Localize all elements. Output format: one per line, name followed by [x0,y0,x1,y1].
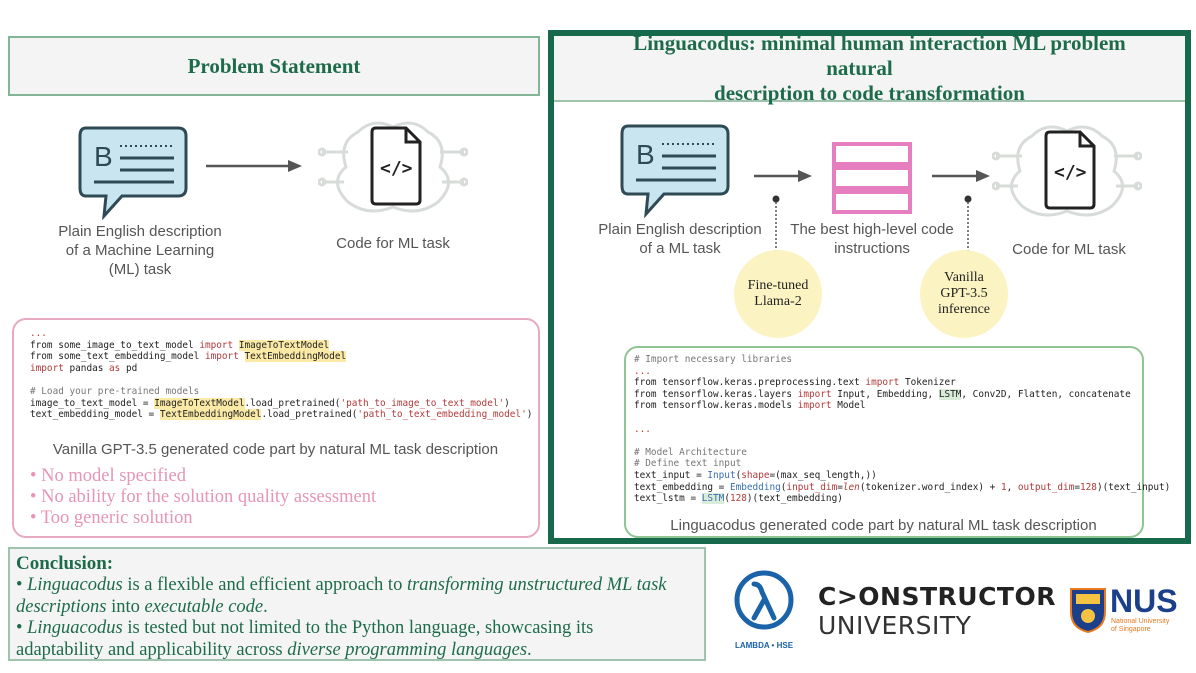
limitation-item: • Too generic solution [30,508,193,528]
nus-subtitle-line: of Singapore [1111,626,1151,633]
caption-line: The best high-level code [790,221,954,238]
nus-crest-icon [1070,588,1106,634]
limitations-list: • No model specified • No ability for th… [30,466,376,529]
limitation-item: • No model specified [30,466,186,486]
circle-line: inference [937,302,991,317]
arrow-right-icon [206,160,302,172]
code-file-brain-icon: </> [318,121,468,213]
linguacodus-title: Linguacodus: minimal human interaction M… [633,30,1126,105]
conclusion-point-2-cont: adaptability and applicability across di… [16,639,532,660]
circle-line: GPT-3.5 [940,286,988,301]
linguacodus-code-snippet: # Import necessary libraries ... from te… [634,354,1171,505]
vanilla-gpt-circle: Vanilla GPT-3.5 inference [920,250,1008,338]
nus-subtitle: National University of Singapore [1111,618,1169,634]
linguacodus-code-box: # Import necessary libraries ... from te… [624,346,1170,538]
svg-text:B: B [94,141,113,172]
fine-tuned-llama-circle: Fine-tuned Llama-2 [734,250,822,338]
problem-statement-header: Problem Statement [8,36,540,96]
code-file-brain-icon: </> [992,125,1142,217]
svg-text:</>: </> [1054,162,1087,183]
arrow-right-icon [754,170,812,284]
problem-statement-title: Problem Statement [187,53,361,78]
vanilla-code-snippet: ... from some_image_to_text_model import… [30,328,533,421]
circle-line: Llama-2 [754,294,802,309]
middle-caption: The best high-level code instructions [782,220,962,258]
left-input-caption: Plain English description of a Machine L… [40,222,240,279]
speech-bubble-icon: B [620,124,730,218]
lambda-logo-icon [734,570,794,630]
caption-line: instructions [834,240,910,257]
right-input-caption: Plain English description of a ML task [590,220,770,258]
svg-text:</>: </> [380,158,413,179]
conclusion-box: Conclusion: • Linguacodus is a flexible … [8,547,706,661]
svg-text:B: B [636,139,655,170]
right-output-caption: Code for ML task [1012,241,1126,258]
caption-line: of a Machine Learning [65,242,215,259]
caption-line: Plain English description [58,223,222,240]
constructor-university-wordmark: UNIVERSITY [818,611,972,640]
conclusion-point-2: • Linguacodus is tested but not limited … [16,618,594,638]
circle-line: Fine-tuned [747,278,809,293]
conclusion-point-1: • Linguacodus is a flexible and efficien… [16,575,667,595]
left-output-caption: Code for ML task [336,235,450,252]
speech-bubble-icon: B [78,126,188,220]
circle-line: Vanilla [944,270,984,285]
instructions-stack-icon [832,142,912,214]
linguacodus-panel: Linguacodus: minimal human interaction M… [548,30,1191,544]
conclusion-title: Conclusion: [16,553,114,574]
vanilla-code-caption: Vanilla GPT-3.5 generated code part by n… [52,441,499,458]
linguacodus-header: Linguacodus: minimal human interaction M… [554,31,1185,105]
caption-line: of a ML task [639,240,721,257]
lambda-caption: LAMBDA • HSE [734,641,794,650]
nus-subtitle-line: National University [1111,618,1170,625]
conclusion-point-1-cont: descriptions into executable code. [16,596,268,617]
caption-line: (ML) task [108,261,172,278]
linguacodus-code-caption: Linguacodus generated code part by natur… [670,517,1097,534]
vanilla-code-box: ... from some_image_to_text_model import… [12,318,540,538]
limitation-item: • No ability for the solution quality as… [30,487,377,507]
constructor-wordmark: C>ONSTRUCTOR [818,582,1056,611]
caption-line: Plain English description [598,221,762,238]
nus-wordmark: NUS [1110,583,1178,619]
